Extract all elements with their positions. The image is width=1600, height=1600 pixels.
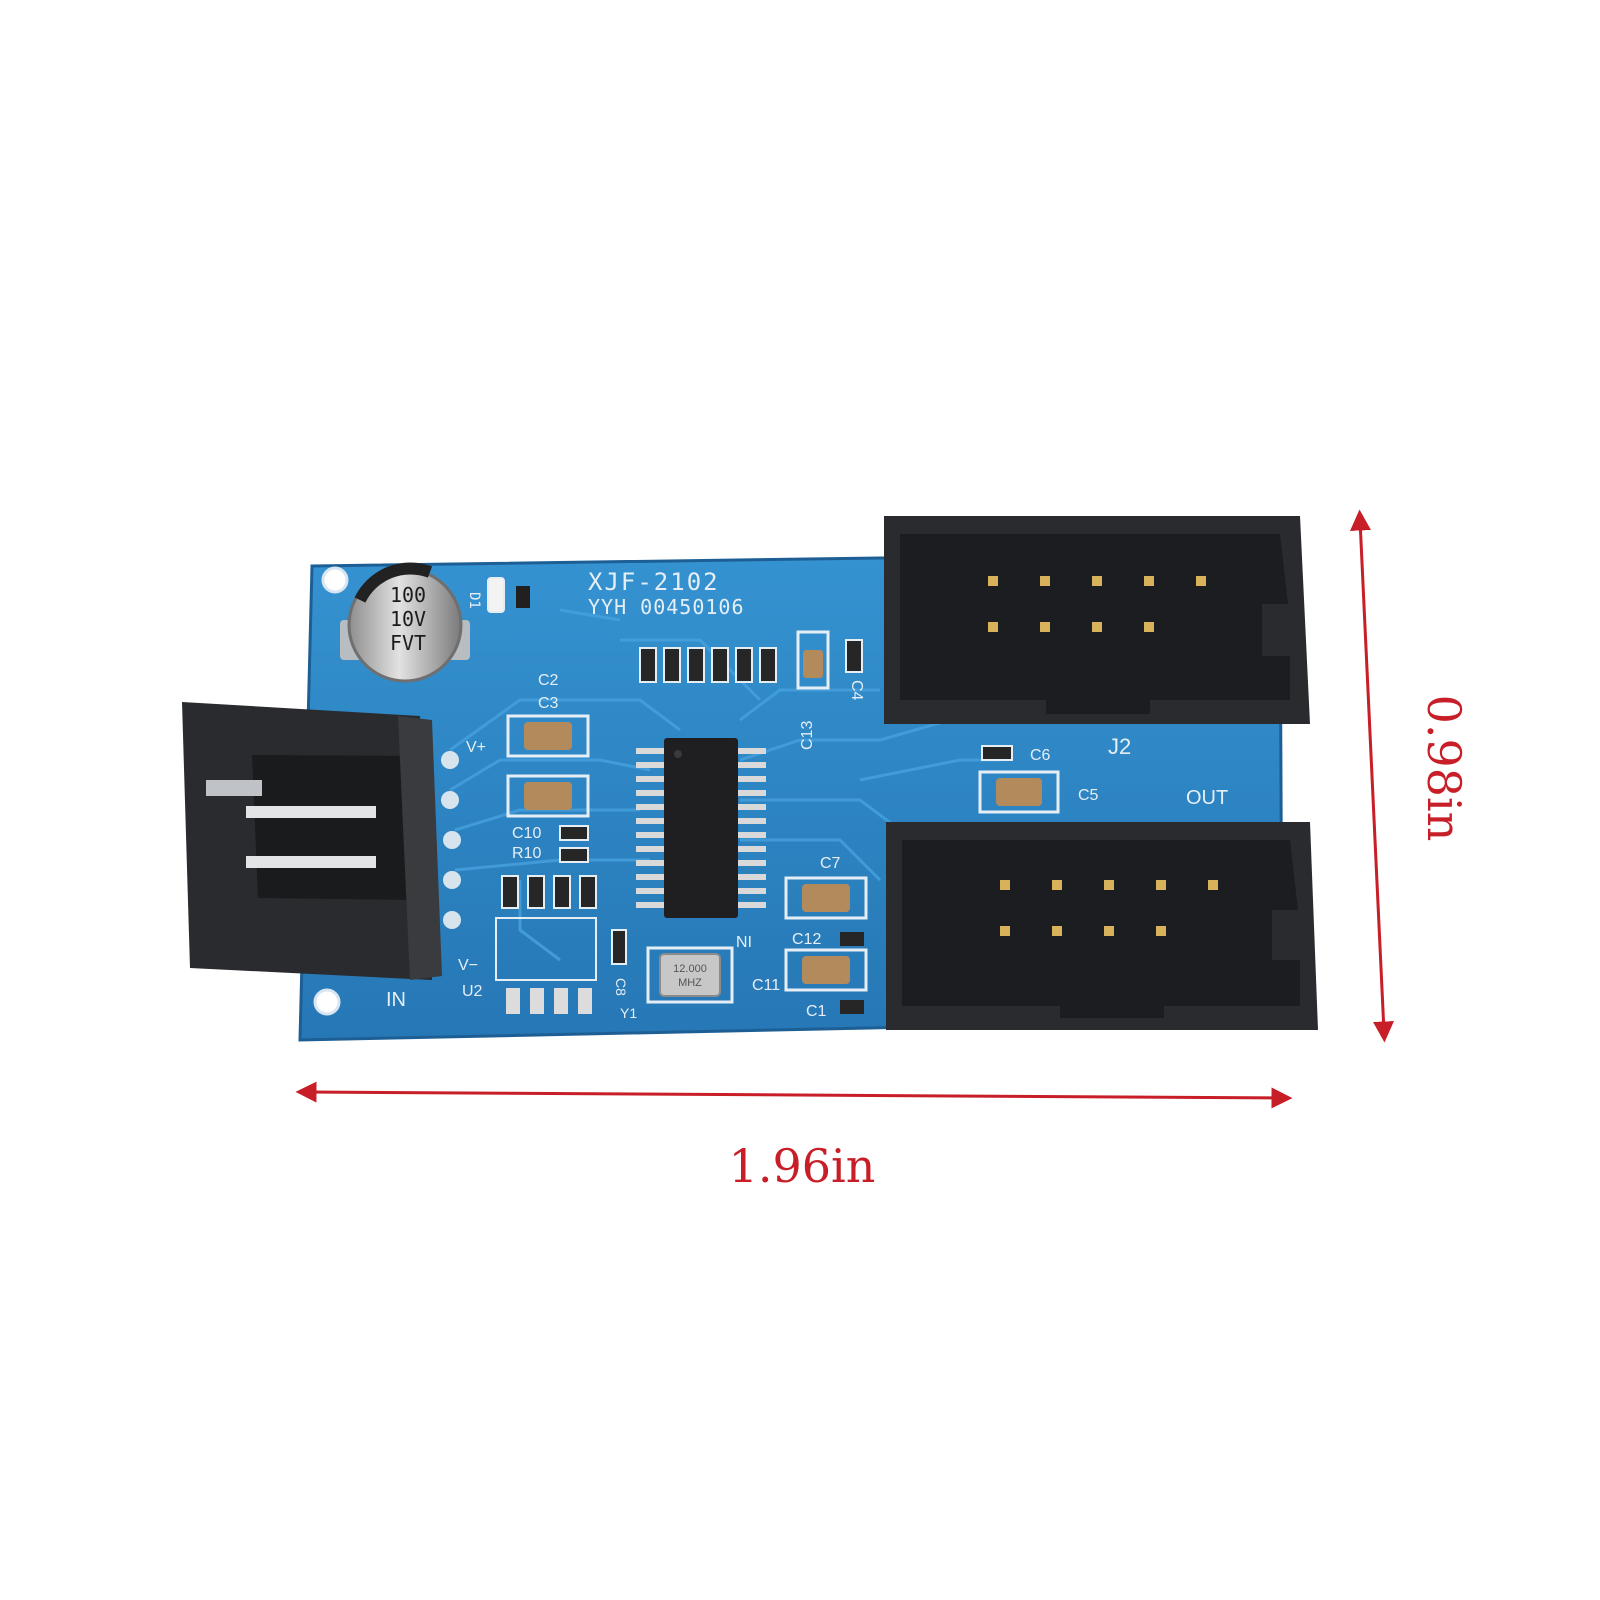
label-c7: C7 bbox=[820, 855, 841, 872]
label-c13: C13 bbox=[799, 721, 816, 750]
width-label: 1.96in bbox=[729, 1139, 876, 1193]
label-c5: C5 bbox=[1078, 787, 1099, 804]
ceramic-capacitors-left: C2 C3 C10 R10 bbox=[506, 672, 590, 863]
capacitor-brand: FVT bbox=[390, 631, 426, 655]
label-j2: J2 bbox=[1108, 734, 1131, 759]
label-in: IN bbox=[386, 989, 406, 1011]
label-d1: D1 bbox=[466, 592, 482, 609]
label-c11: C11 bbox=[752, 977, 780, 994]
label-out: OUT bbox=[1186, 787, 1228, 809]
dimension-width: 1.96in bbox=[295, 1081, 1293, 1193]
crystal-oscillator: 12.000 MHZ Y1 C8 IN bbox=[611, 929, 752, 1021]
led-d1: D1 bbox=[466, 577, 530, 613]
capacitor-value: 100 bbox=[390, 583, 426, 607]
board-model: XJF-2102 bbox=[588, 568, 720, 596]
capacitor-voltage: 10V bbox=[390, 607, 426, 631]
input-connector: V+ V− IN bbox=[182, 702, 486, 1011]
label-u2: U2 bbox=[462, 983, 483, 1000]
label-c6: C6 bbox=[1030, 747, 1051, 764]
electrolytic-capacitor: 100 10V FVT bbox=[340, 562, 470, 683]
label-c4: C4 bbox=[848, 680, 865, 701]
crystal-unit: MHZ bbox=[678, 977, 702, 989]
crystal-frequency: 12.000 bbox=[673, 963, 707, 975]
mounting-hole-bottom bbox=[313, 988, 341, 1016]
label-c3: C3 bbox=[538, 695, 559, 712]
box-header-bottom bbox=[886, 822, 1318, 1030]
label-r10: R10 bbox=[512, 845, 541, 862]
resistor-array-top bbox=[639, 647, 777, 683]
label-c8: C8 bbox=[613, 978, 629, 996]
label-c2: C2 bbox=[538, 672, 559, 689]
label-c10: C10 bbox=[512, 825, 541, 842]
pad-row-left bbox=[441, 751, 461, 929]
label-vplus: V+ bbox=[466, 739, 486, 756]
dimension-height: 0.98in bbox=[1350, 509, 1471, 1043]
smd-parts-lower-left: U2 bbox=[462, 875, 597, 1014]
label-c1: C1 bbox=[806, 1003, 827, 1020]
label-y1: Y1 bbox=[620, 1005, 637, 1021]
label-vminus: V− bbox=[458, 957, 478, 974]
hub-controller-ic bbox=[636, 738, 766, 918]
label-in-small: IN bbox=[736, 932, 752, 949]
board-serial: YYH 00450106 bbox=[588, 595, 745, 619]
mounting-hole-top bbox=[321, 566, 349, 594]
height-label: 0.98in bbox=[1417, 695, 1471, 842]
box-header-top bbox=[884, 516, 1310, 724]
label-c12: C12 bbox=[792, 931, 821, 948]
ceramic-capacitors-right: C13 C4 C7 C12 C11 C1 C6 C5 J2 OUT bbox=[752, 630, 1228, 1020]
